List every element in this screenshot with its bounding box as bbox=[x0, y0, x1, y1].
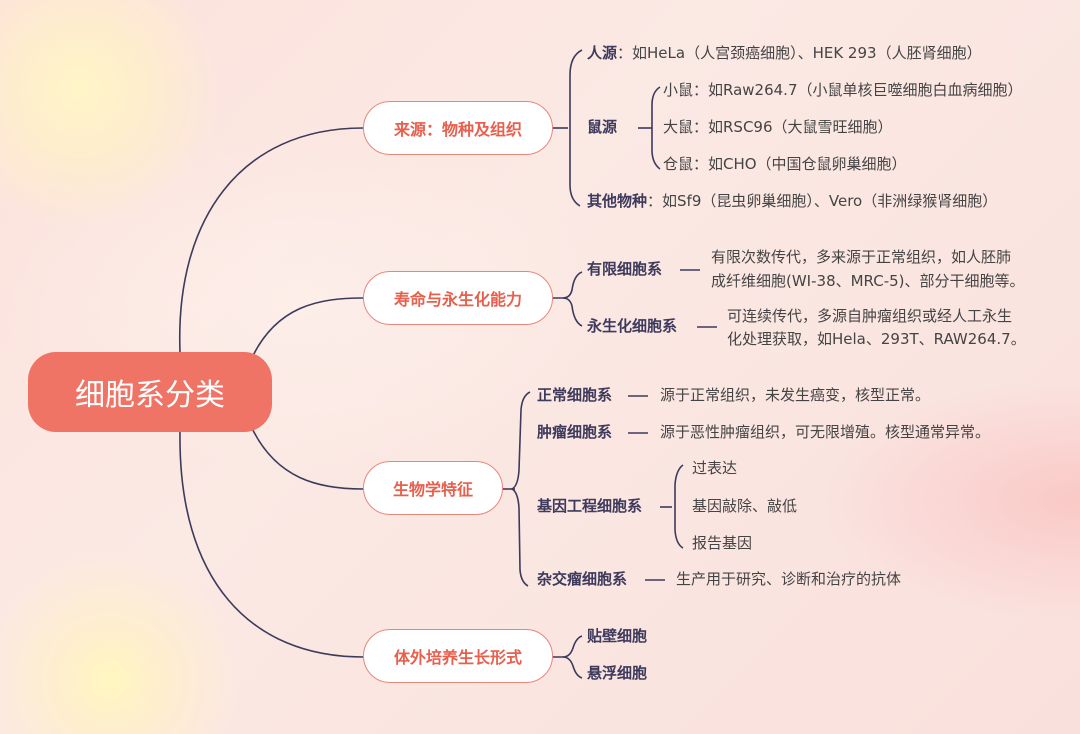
tumor-desc: 源于恶性肿瘤组织，可无限增殖。核型通常异常。 bbox=[660, 423, 991, 441]
other-label: 其他物种 bbox=[587, 192, 648, 210]
tumor-label: 肿瘤细胞系 bbox=[537, 423, 613, 441]
normal-label: 正常细胞系 bbox=[537, 386, 613, 404]
finite-desc-2: 成纤维细胞(WI-38、MRC-5)、部分干细胞等。 bbox=[711, 272, 1025, 290]
other-species-item: 其他物种：如Sf9（昆虫卵巢细胞）、Vero（非洲绿猴肾细胞） bbox=[587, 194, 997, 209]
adherent-item: 贴壁细胞 bbox=[587, 627, 648, 645]
immortal-label: 永生化细胞系 bbox=[587, 317, 678, 335]
engineered-item: 基因敲除、敲低 bbox=[692, 497, 798, 515]
finite-label: 有限细胞系 bbox=[587, 260, 663, 278]
root-node[interactable]: 细胞系分类 bbox=[28, 352, 272, 432]
mouse-item: 小鼠：如Raw264.7（小鼠单核巨噬细胞白血病细胞） bbox=[663, 81, 1023, 99]
node-bio-features[interactable]: 生物学特征 bbox=[363, 461, 503, 515]
hybridoma-desc: 生产用于研究、诊断和治疗的抗体 bbox=[676, 570, 902, 588]
hybridoma-label: 杂交瘤细胞系 bbox=[537, 570, 628, 588]
rodent-label: 鼠源 bbox=[587, 118, 618, 136]
engineered-item: 报告基因 bbox=[692, 534, 753, 552]
human-source-item: 人源：如HeLa（人宫颈癌细胞）、HEK 293（人胚肾细胞） bbox=[587, 46, 982, 61]
finite-desc-1: 有限次数传代，多来源于正常组织，如人胚肺 bbox=[711, 248, 1012, 266]
suspension-item: 悬浮细胞 bbox=[587, 664, 648, 682]
hamster-item: 仓鼠：如CHO（中国仓鼠卵巢细胞） bbox=[663, 155, 907, 173]
human-text: ：如HeLa（人宫颈癌细胞）、HEK 293（人胚肾细胞） bbox=[617, 44, 982, 62]
other-text: ：如Sf9（昆虫卵巢细胞）、Vero（非洲绿猴肾细胞） bbox=[647, 192, 998, 210]
normal-desc: 源于正常组织，未发生癌变，核型正常。 bbox=[660, 386, 931, 404]
engineered-label: 基因工程细胞系 bbox=[537, 497, 643, 515]
engineered-item: 过表达 bbox=[692, 459, 738, 477]
immortal-desc-1: 可连续传代，多源自肿瘤组织或经人工永生 bbox=[727, 307, 1013, 325]
node-lifespan[interactable]: 寿命与永生化能力 bbox=[363, 271, 553, 325]
human-label: 人源 bbox=[587, 44, 618, 62]
node-growth-form[interactable]: 体外培养生长形式 bbox=[363, 629, 553, 683]
immortal-desc-2: 化处理获取，如Hela、293T、RAW264.7。 bbox=[727, 330, 1026, 348]
rat-item: 大鼠：如RSC96（大鼠雪旺细胞） bbox=[663, 118, 893, 136]
node-source[interactable]: 来源：物种及组织 bbox=[363, 101, 553, 155]
